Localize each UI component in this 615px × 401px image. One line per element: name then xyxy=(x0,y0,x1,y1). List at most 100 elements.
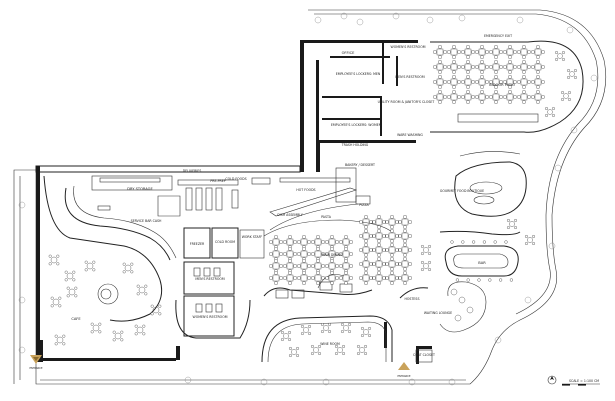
label-deliveries: DELIVERIES xyxy=(183,169,202,173)
gourmet-boutique xyxy=(454,151,527,217)
patio-table xyxy=(433,45,447,59)
label-womens-restroom: WOMEN'S RESTROOM xyxy=(193,315,228,319)
indoor-patio xyxy=(430,40,584,133)
site-outline xyxy=(13,9,607,385)
dining-table xyxy=(372,229,386,243)
patio-table xyxy=(517,45,531,59)
dining-table xyxy=(325,235,339,249)
label-trash-holding: TRASH HOLDING xyxy=(341,143,369,147)
dining-table xyxy=(398,257,412,271)
dining-table xyxy=(283,247,297,261)
label-coat-closet: COAT CLOSET xyxy=(413,353,435,357)
patio-table xyxy=(503,75,517,89)
label-mens-restroom: MEN'S RESTROOM xyxy=(195,277,224,281)
kitchen xyxy=(64,167,371,261)
patio-table xyxy=(503,60,517,74)
patio-table xyxy=(461,75,475,89)
dining-table xyxy=(283,271,297,285)
patio-table xyxy=(503,90,517,104)
bar-stool xyxy=(499,278,503,282)
patio-table xyxy=(531,90,545,104)
label-mens-restroom-top: MEN'S RESTROOM xyxy=(395,75,424,79)
dining-table xyxy=(325,271,339,285)
dining-table xyxy=(359,271,373,285)
patio-table xyxy=(447,90,461,104)
dining-table xyxy=(269,235,283,249)
cafe-table xyxy=(134,324,146,336)
landscape-plants xyxy=(18,12,598,386)
label-service-bar-cash: SERVICE BAR CASH xyxy=(131,219,162,223)
label-waiting-lounge: WAITING LOUNGE xyxy=(424,311,452,315)
restrooms-center xyxy=(175,261,251,339)
entrance-marker-left xyxy=(30,355,42,364)
scale-bar xyxy=(547,375,600,386)
dining-table xyxy=(339,235,353,249)
wine-table xyxy=(334,344,346,356)
patio-table xyxy=(531,45,545,59)
cafe-table xyxy=(90,322,102,334)
bar-area xyxy=(439,230,521,277)
label-cold-foods: COLD FOODS xyxy=(225,177,246,181)
label-pasta: PASTA xyxy=(321,215,332,219)
cold-rooms xyxy=(183,219,393,259)
patio-table xyxy=(433,60,447,74)
dining-table xyxy=(297,247,311,261)
dining-table xyxy=(311,247,325,261)
bar-stool xyxy=(461,240,465,244)
dining-table xyxy=(359,229,373,243)
label-cafe: CAFE xyxy=(71,317,81,321)
wine-room xyxy=(261,315,393,363)
label-entrance-left: ENTRANCE xyxy=(30,367,43,370)
dining-table xyxy=(325,259,339,273)
bar-stool xyxy=(466,278,470,282)
patio-table xyxy=(475,90,489,104)
bar-stool xyxy=(477,278,481,282)
dining-table xyxy=(297,271,311,285)
cafe-table xyxy=(122,262,134,274)
dining-table xyxy=(311,235,325,249)
bar-stool xyxy=(472,240,476,244)
wine-table xyxy=(320,322,332,334)
patio-table xyxy=(517,60,531,74)
bar-stool xyxy=(450,240,454,244)
lounge-table xyxy=(420,260,432,272)
label-main-dining: MAIN DINING xyxy=(322,253,343,257)
wine-table xyxy=(288,346,300,358)
patio-table xyxy=(489,75,503,89)
bar-stool xyxy=(488,278,492,282)
label-cold-room: COLD ROOM xyxy=(215,240,235,244)
dining-table xyxy=(359,243,373,257)
label-office: OFFICE xyxy=(342,51,356,55)
dining-table xyxy=(269,259,283,273)
patio-table xyxy=(489,45,503,59)
label-bakery-dessert: BAKERY / DESSERT xyxy=(345,163,375,167)
lounge-table xyxy=(524,234,536,246)
cafe-table xyxy=(50,296,62,308)
dining-table xyxy=(372,271,386,285)
cafe-table xyxy=(64,270,76,282)
label-ware-washing: WARE WASHING xyxy=(397,133,423,137)
dining-table xyxy=(398,215,412,229)
patio-table xyxy=(475,60,489,74)
label-hostess: HOSTESS xyxy=(405,297,420,301)
bar-stool xyxy=(482,240,486,244)
cafe-table xyxy=(48,254,60,266)
label-indoor-patio: INDOOR PATIO xyxy=(489,83,515,87)
furniture xyxy=(48,45,577,358)
dining-table xyxy=(385,229,399,243)
room-labels: OFFICE WOMEN'S RESTROOM EMERGENCY EXIT E… xyxy=(30,34,600,383)
label-employee-lockers-women: EMPLOYEE'S LOCKERS: WOMEN xyxy=(331,123,382,127)
label-work-staff: WORK STAFF xyxy=(242,235,263,239)
dining-table xyxy=(297,259,311,273)
dining-table xyxy=(372,215,386,229)
dining-table xyxy=(297,235,311,249)
dining-table xyxy=(325,247,339,261)
cafe-table xyxy=(150,304,162,316)
cafe-table xyxy=(136,284,148,296)
dining-table xyxy=(372,257,386,271)
dining-table xyxy=(398,243,412,257)
dining-table xyxy=(372,243,386,257)
wine-table xyxy=(360,326,372,338)
hostess-desk xyxy=(399,287,433,363)
